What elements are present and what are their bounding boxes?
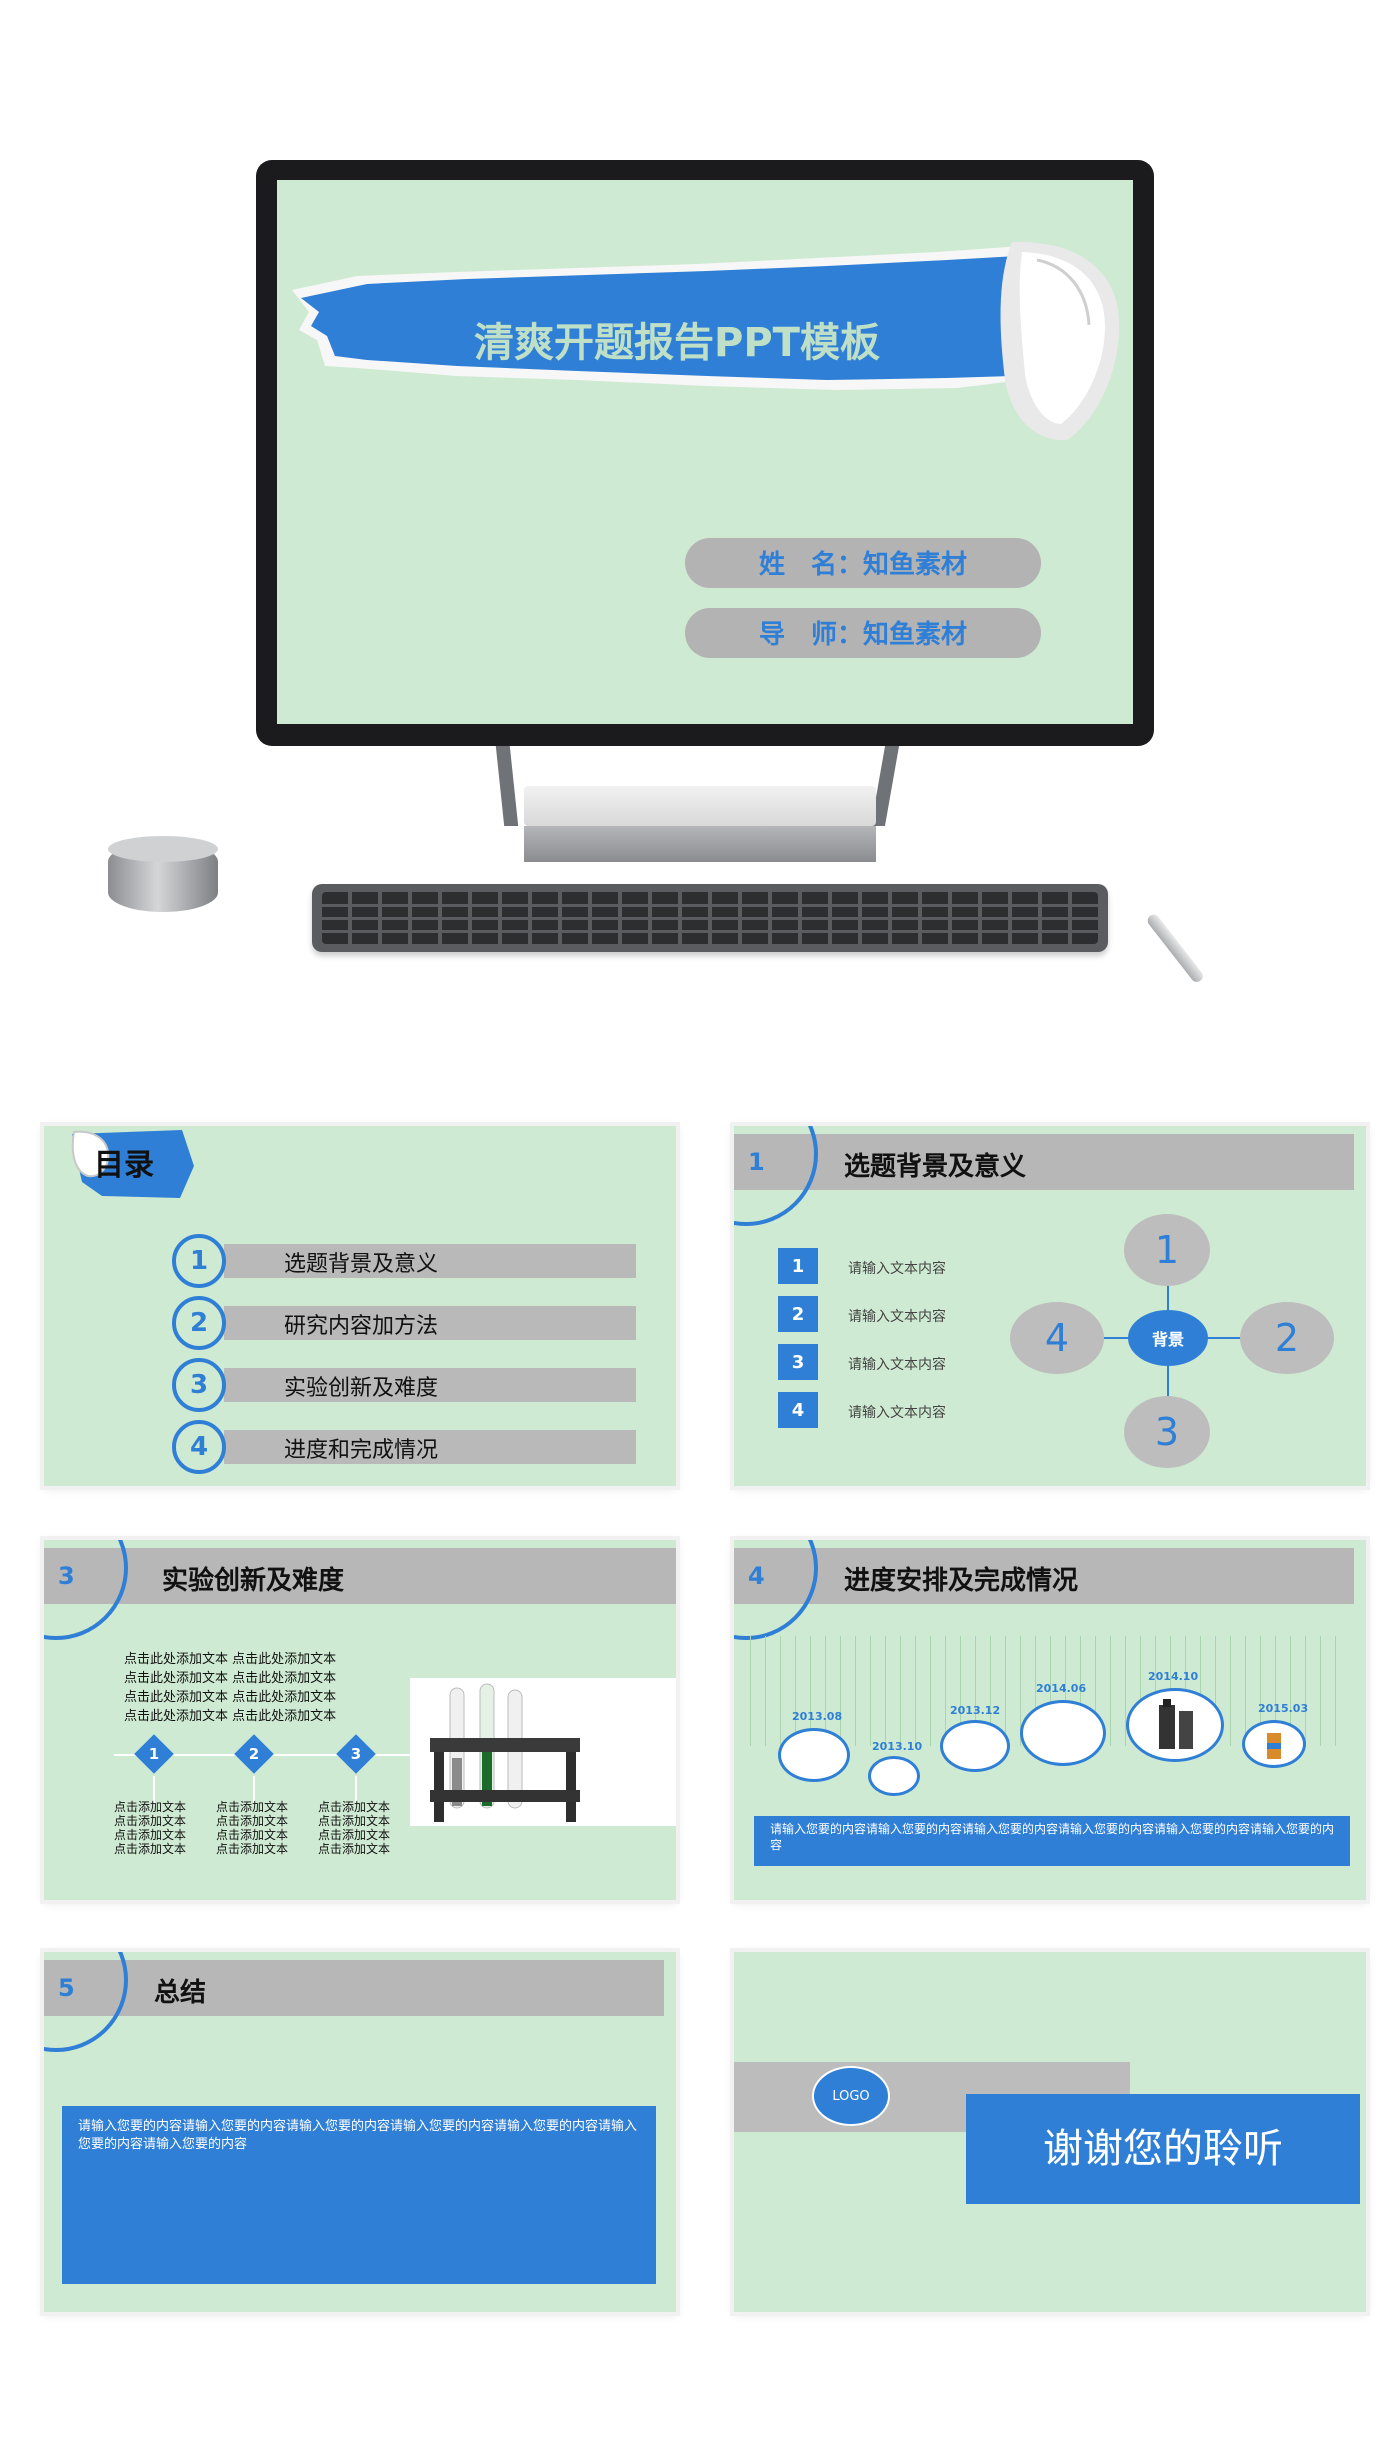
section-number-circle [44, 1952, 128, 2052]
toc-item-2[interactable]: 研究内容加方法 [284, 1314, 439, 1339]
toc-number-1[interactable]: 1 [172, 1234, 226, 1288]
list-text-4: 请输入文本内容 [848, 1405, 946, 1421]
list-text-3: 请输入文本内容 [848, 1357, 946, 1373]
toc-item-3[interactable]: 实验创新及难度 [284, 1376, 439, 1401]
top-text-line: 点击此处添加文本 点击此处添加文本 [124, 1690, 337, 1705]
node-2: 2 [1240, 1302, 1334, 1374]
toc-item-1[interactable]: 选题背景及意义 [284, 1252, 439, 1277]
top-text-block: 点击此处添加文本 点击此处添加文本 点击此处添加文本 点击此处添加文本 点击此处… [124, 1650, 424, 1726]
section-title: 选题背景及意义 [844, 1152, 1027, 1182]
toc-number-3[interactable]: 3 [172, 1358, 226, 1412]
summary-text: 请输入您要的内容请输入您要的内容请输入您要的内容请输入您要的内容请输入您要的内容… [78, 2119, 638, 2152]
cover-slide: 清爽开题报告PPT模板 姓 名：知鱼素材 导 师：知鱼素材 [277, 180, 1133, 724]
list-num-3: 3 [778, 1344, 818, 1380]
year-label-3: 2013.12 [950, 1704, 1001, 1717]
column-text-2: 点击添加文本 点击添加文本 点击添加文本 点击添加文本 [216, 1800, 289, 1856]
list-num-4: 4 [778, 1392, 818, 1428]
section-header-bar [734, 1548, 1354, 1604]
summary-text-box: 请输入您要的内容请输入您要的内容请输入您要的内容请输入您要的内容请输入您要的内容… [62, 2106, 656, 2284]
timeline-item-2 [868, 1756, 920, 1796]
diamond-num-3: 3 [350, 1745, 362, 1763]
section-title: 总结 [154, 1978, 207, 2008]
keyboard [312, 884, 1108, 952]
toc-number-4[interactable]: 4 [172, 1420, 226, 1474]
diamond-num-2: 2 [248, 1745, 260, 1763]
year-label-2: 2013.10 [872, 1740, 923, 1753]
toc-bar-2 [224, 1306, 636, 1340]
list-num-1: 1 [778, 1248, 818, 1284]
timeline-item-6 [1242, 1720, 1306, 1768]
torn-heading-sticker [71, 1130, 194, 1198]
slide-section-3: 3 实验创新及难度 点击此处添加文本 点击此处添加文本 点击此处添加文本 点击此… [44, 1540, 676, 1900]
stylus-pen [1145, 912, 1206, 985]
toc-heading: 目录 [94, 1148, 154, 1183]
progress-text-box: 请输入您要的内容请输入您要的内容请输入您要的内容请输入您要的内容请输入您要的内容… [754, 1816, 1350, 1866]
section-header-bar [734, 1134, 1354, 1190]
logo-badge: LOGO [812, 2066, 890, 2126]
toc-item-4[interactable]: 进度和完成情况 [284, 1438, 439, 1463]
slide-ending: LOGO 谢谢您的聆听 [734, 1952, 1366, 2312]
progress-text: 请输入您要的内容请输入您要的内容请输入您要的内容请输入您要的内容请输入您要的内容… [770, 1822, 1335, 1852]
year-label-4: 2014.06 [1036, 1682, 1087, 1695]
advisor-line: 导 师：知鱼素材 [758, 620, 967, 650]
monitor-base [524, 786, 876, 826]
section-title: 实验创新及难度 [162, 1566, 345, 1596]
center-node: 背景 [1128, 1310, 1208, 1366]
slide-section-4: 4 进度安排及完成情况 2013.08 2013.10 2013.12 2014… [734, 1540, 1366, 1900]
toc-bar-4 [224, 1430, 636, 1464]
section-number-circle [734, 1126, 818, 1226]
slide-toc: 目录 1 选题背景及意义 2 研究内容加方法 3 实验创新及难度 4 进度和完成… [44, 1126, 676, 1486]
year-label-6: 2015.03 [1258, 1702, 1309, 1715]
thanks-text: 谢谢您的聆听 [1043, 2126, 1283, 2172]
monitor-base-front [524, 826, 876, 862]
section-number: 4 [748, 1562, 765, 1590]
list-num-2: 2 [778, 1296, 818, 1332]
top-text-line: 点击此处添加文本 点击此处添加文本 [124, 1652, 337, 1667]
timeline-item-5 [1126, 1688, 1224, 1762]
test-tubes-image [410, 1678, 676, 1826]
cover-title: 清爽开题报告PPT模板 [474, 320, 880, 366]
list-text-1: 请输入文本内容 [848, 1261, 946, 1277]
diamond-row-line [114, 1754, 434, 1756]
section-title: 进度安排及完成情况 [844, 1566, 1079, 1596]
top-text-line: 点击此处添加文本 点击此处添加文本 [124, 1709, 337, 1724]
name-pill [685, 538, 1041, 588]
thanks-box: 谢谢您的聆听 [966, 2094, 1360, 2204]
node-1: 1 [1124, 1214, 1210, 1286]
timeline-item-4 [1020, 1700, 1106, 1766]
section-number: 1 [748, 1148, 765, 1176]
year-label-1: 2013.08 [792, 1710, 843, 1723]
section-number: 3 [58, 1562, 75, 1590]
slide-section-1: 1 选题背景及意义 1 请输入文本内容 2 请输入文本内容 3 请输入文本内容 … [734, 1126, 1366, 1486]
section-number: 5 [58, 1974, 75, 2002]
monitor-stand-left [495, 746, 519, 826]
toc-bar-1 [224, 1244, 636, 1278]
section-number-circle [44, 1540, 128, 1640]
section-number-circle [734, 1540, 818, 1640]
name-line: 姓 名：知鱼素材 [758, 550, 967, 580]
node-4: 4 [1010, 1302, 1104, 1374]
torn-paper-banner [292, 241, 1120, 441]
section-header-bar [44, 1548, 676, 1604]
column-text-3: 点击添加文本 点击添加文本 点击添加文本 点击添加文本 [318, 1800, 391, 1856]
slide-section-5: 5 总结 请输入您要的内容请输入您要的内容请输入您要的内容请输入您要的内容请输入… [44, 1952, 676, 2312]
toc-bar-3 [224, 1368, 636, 1402]
toc-number-2[interactable]: 2 [172, 1296, 226, 1350]
diamond-num-1: 1 [148, 1745, 160, 1763]
timeline-item-1 [778, 1728, 850, 1782]
column-text-1: 点击添加文本 点击添加文本 点击添加文本 点击添加文本 [114, 1800, 187, 1856]
section-header-bar [44, 1960, 664, 2016]
monitor-mockup: 清爽开题报告PPT模板 姓 名：知鱼素材 导 师：知鱼素材 [0, 0, 1400, 1000]
top-text-line: 点击此处添加文本 点击此处添加文本 [124, 1671, 337, 1686]
node-3: 3 [1124, 1396, 1210, 1468]
list-text-2: 请输入文本内容 [848, 1309, 946, 1325]
advisor-pill [685, 608, 1041, 658]
year-label-5: 2014.10 [1148, 1670, 1199, 1683]
timeline-item-3 [940, 1720, 1010, 1772]
